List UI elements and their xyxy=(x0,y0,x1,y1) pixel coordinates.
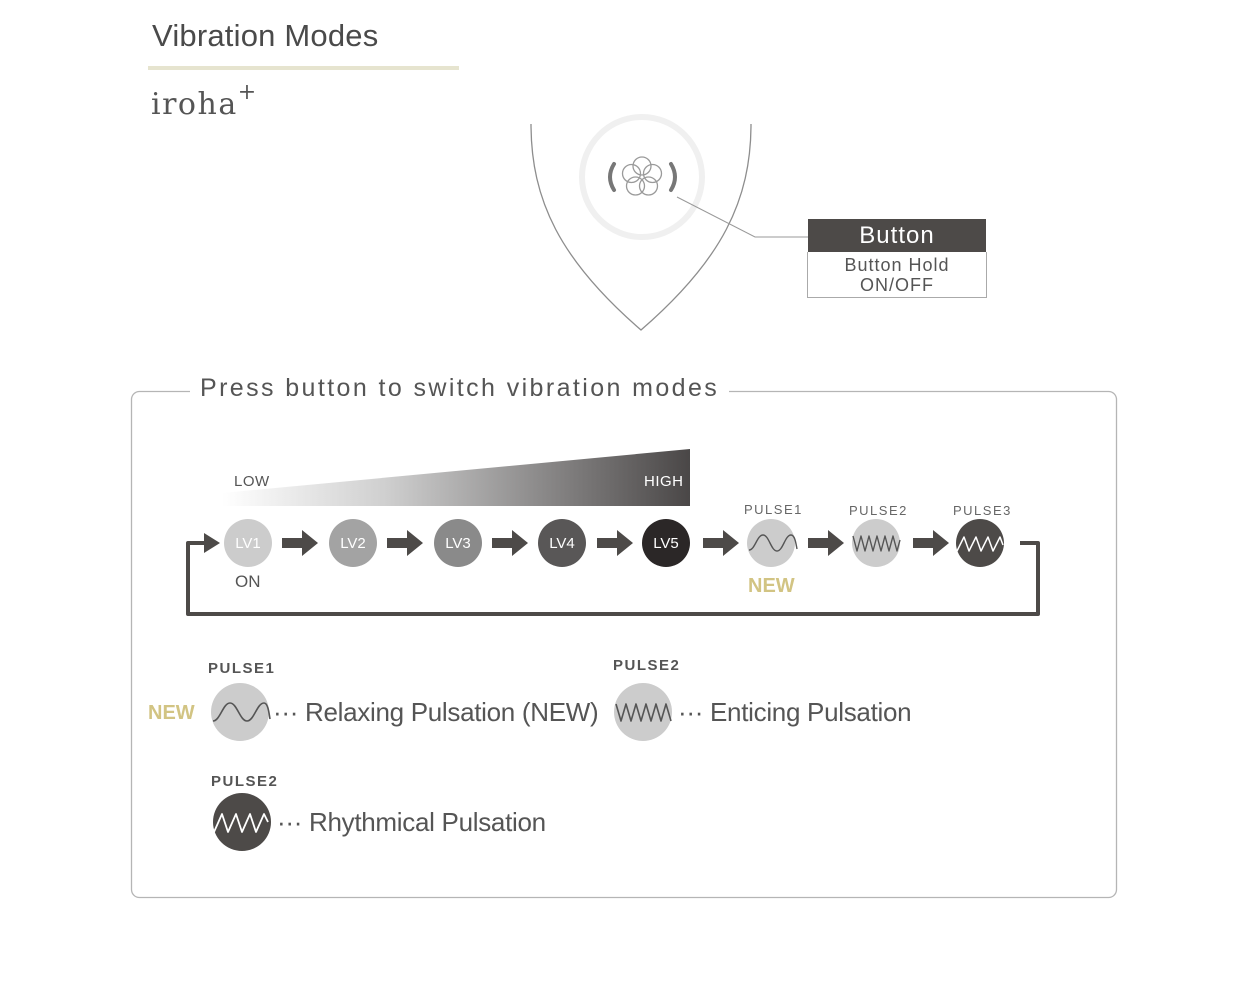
legend-pulse3-desc: ··· Rhythmical Pulsation xyxy=(277,807,546,838)
brand-sup: + xyxy=(237,80,257,105)
arrow-6 xyxy=(808,530,844,556)
legend-pulse1-text: Relaxing Pulsation (NEW) xyxy=(305,697,599,727)
pulse1-label: PULSE1 xyxy=(744,502,803,517)
dots: ··· xyxy=(273,697,299,727)
button-callout-box xyxy=(807,252,987,298)
legend-pulse3-circle xyxy=(213,793,271,851)
arrow-3 xyxy=(492,530,528,556)
legend-pulse3-wave-icon xyxy=(213,813,269,833)
arrow-1 xyxy=(282,530,318,556)
legend-pulse2-desc: ··· Enticing Pulsation xyxy=(678,697,912,728)
pulse3-label: PULSE3 xyxy=(953,503,1012,518)
vibration-left-icon xyxy=(608,162,616,192)
level-label-lv2: LV2 xyxy=(340,535,366,552)
level-node-lv1 xyxy=(224,519,272,567)
level-label-lv3: LV3 xyxy=(445,535,471,552)
new-badge: NEW xyxy=(748,575,795,597)
level-label-lv1: LV1 xyxy=(235,535,261,552)
on-label: ON xyxy=(235,572,261,591)
title-underline xyxy=(148,66,459,70)
section-title: Press button to switch vibration modes xyxy=(190,374,730,403)
pulse3-node xyxy=(956,519,1004,567)
legend-pulse2-wave-icon xyxy=(615,703,672,722)
button-leader-line xyxy=(676,196,808,238)
dots: ··· xyxy=(678,697,704,727)
loop-return-line xyxy=(186,541,1040,616)
legend-pulse2-label: PULSE2 xyxy=(613,657,681,674)
legend-pulse3-text: Rhythmical Pulsation xyxy=(309,807,546,837)
low-label: LOW xyxy=(234,473,270,490)
level-node-lv5 xyxy=(642,519,690,567)
level-node-lv3 xyxy=(434,519,482,567)
legend-new-badge: NEW xyxy=(148,702,195,724)
level-label-lv4: LV4 xyxy=(549,535,575,552)
level-node-lv2 xyxy=(329,519,377,567)
level-label-lv5: LV5 xyxy=(653,535,679,552)
arrow-4 xyxy=(597,530,633,556)
arrow-7 xyxy=(913,530,949,556)
legend-pulse1-circle xyxy=(211,683,269,741)
pulse1-node xyxy=(747,519,795,567)
pulse2-wave-icon xyxy=(852,535,901,552)
arrow-2 xyxy=(387,530,423,556)
legend-pulse1-label: PULSE1 xyxy=(208,660,276,677)
legend-pulse2-text: Enticing Pulsation xyxy=(710,697,912,727)
legend-pulse1-wave-icon xyxy=(212,702,271,722)
vibration-right-icon xyxy=(669,162,677,192)
pulse1-wave-icon xyxy=(748,534,798,552)
button-callout-title: Button xyxy=(808,219,986,252)
legend-pulse3-label: PULSE2 xyxy=(211,773,279,790)
dots: ··· xyxy=(277,807,303,837)
pulse3-wave-icon xyxy=(956,536,1004,552)
pulse2-node xyxy=(852,519,900,567)
flower-icon xyxy=(621,156,663,196)
high-label: HIGH xyxy=(644,473,684,490)
button-onoff-label: ON/OFF xyxy=(860,275,934,295)
arrow-5 xyxy=(703,530,739,556)
pulse2-label: PULSE2 xyxy=(849,503,908,518)
page-title: Vibration Modes xyxy=(152,18,379,53)
loop-arrowhead xyxy=(204,533,220,553)
brand-logo: iroha+ xyxy=(151,80,256,122)
legend-pulse1-desc: ··· Relaxing Pulsation (NEW) xyxy=(273,697,599,728)
level-node-lv4 xyxy=(538,519,586,567)
button-hold-label: Button Hold xyxy=(844,255,950,275)
brand-name: iroha xyxy=(151,87,238,122)
